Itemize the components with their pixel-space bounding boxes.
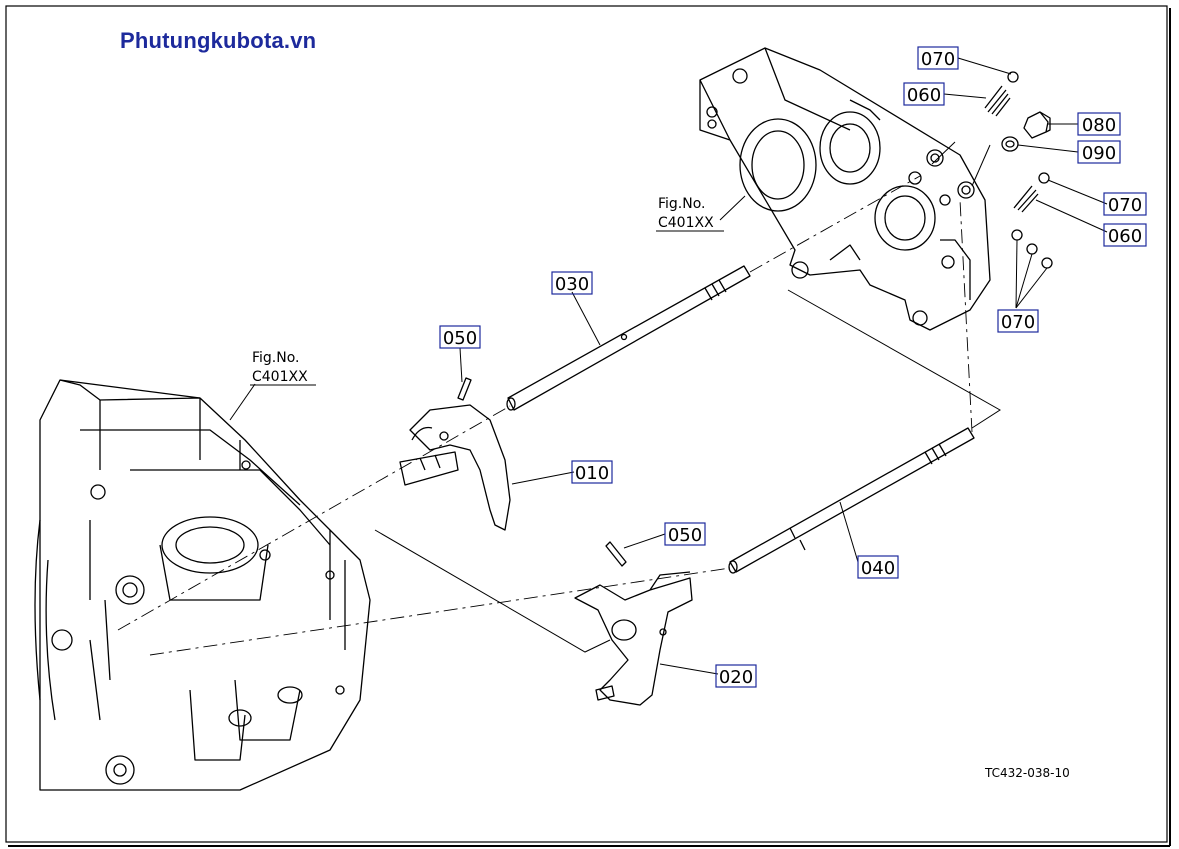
shift-fork-020	[574, 571, 693, 706]
reference-lines	[374, 289, 1001, 653]
figure-ref-number: C401XX	[252, 369, 308, 385]
figure-ref-upper[interactable]: Fig.No. C401XX	[656, 196, 724, 232]
callout-010[interactable]: 010	[575, 463, 609, 484]
figure-ref-lower[interactable]: Fig.No. C401XX	[250, 350, 316, 386]
callout-060[interactable]: 060	[907, 85, 941, 106]
leader-lines	[229, 57, 1108, 675]
spring-pin-050-upper	[457, 377, 472, 401]
figure-ref-label: Fig.No.	[658, 196, 706, 212]
callout-070[interactable]: 070	[1108, 195, 1142, 216]
callout-080[interactable]: 080	[1082, 115, 1116, 136]
callout-070[interactable]: 070	[1001, 312, 1035, 333]
shift-rod-030	[506, 265, 751, 411]
shift-cover-housing	[699, 47, 991, 331]
callout-050[interactable]: 050	[668, 525, 702, 546]
callout-090[interactable]: 090	[1082, 143, 1116, 164]
spring-pin-050-lower	[605, 541, 627, 567]
drawing-code: TC432-038-10	[984, 766, 1070, 780]
callout-030[interactable]: 030	[555, 274, 589, 295]
callout-050[interactable]: 050	[443, 328, 477, 349]
center-lines	[117, 175, 973, 656]
transmission-case	[34, 379, 371, 791]
figure-ref-number: C401XX	[658, 215, 714, 231]
callout-070[interactable]: 070	[921, 49, 955, 70]
site-watermark: Phutungkubota.vn	[120, 28, 317, 53]
callout-060[interactable]: 060	[1108, 226, 1142, 247]
callout-boxes	[439, 46, 1147, 688]
callout-020[interactable]: 020	[719, 667, 753, 688]
shift-rod-040	[728, 427, 975, 574]
shift-fork-010	[399, 404, 511, 531]
callout-040[interactable]: 040	[861, 558, 895, 579]
detent-parts	[984, 71, 1053, 269]
figure-ref-label: Fig.No.	[252, 350, 300, 366]
